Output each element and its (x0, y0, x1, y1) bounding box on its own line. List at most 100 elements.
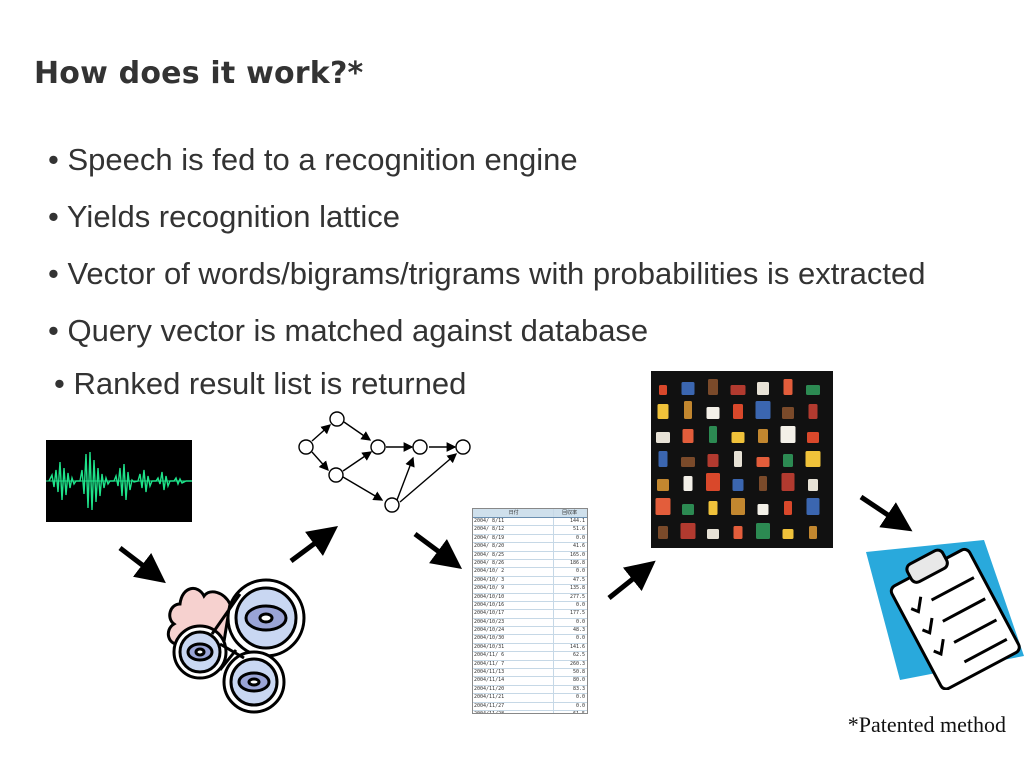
product-item (759, 476, 767, 491)
product-item (655, 498, 671, 515)
bullet-vector: • Vector of words/bigrams/trigrams with … (48, 256, 926, 291)
arrow-to-engine (118, 546, 166, 584)
table-cell-date: 2004/ 8/12 (473, 526, 555, 534)
product-item (682, 429, 694, 443)
arrow-to-clipboard (859, 494, 913, 532)
product-item (807, 432, 819, 443)
table-cell-rate: 48.3 (572, 627, 585, 634)
product-item (708, 379, 718, 395)
table-cell-date: 2004/11/20 (473, 685, 555, 694)
product-item (684, 401, 692, 419)
product-item (680, 523, 696, 539)
arrow-to-lattice (289, 526, 339, 564)
table-cell-date: 2004/11/ 6 (473, 652, 555, 660)
product-item (757, 504, 769, 515)
table-cell-rate: 51.6 (572, 526, 585, 533)
table-cell-rate: 62.5 (572, 652, 585, 659)
table-cell-date: 2004/10/30 (473, 635, 555, 643)
product-item (658, 451, 668, 467)
product-item (783, 454, 793, 467)
table-header: 日付 回収率 (473, 509, 587, 518)
product-item (706, 473, 720, 491)
table-cell-date: 2004/11/ 7 (473, 660, 555, 669)
table-header-rate: 回収率 (562, 510, 578, 516)
table-cell-rate: 50.8 (572, 669, 585, 676)
table-cell-date: 2004/ 8/19 (473, 534, 555, 543)
product-item (782, 529, 794, 539)
product-item (656, 432, 670, 443)
clipboard-checklist (862, 540, 1024, 690)
table-row: 2004/11/ 6 62.5 (473, 652, 587, 661)
table-cell-date: 2004/ 8/20 (473, 543, 555, 551)
product-item (734, 451, 742, 467)
bullet-lattice: • Yields recognition lattice (48, 199, 401, 234)
table-row: 2004/10/24 48.3 (473, 627, 587, 636)
waveform-image (46, 440, 192, 522)
table-cell-rate: 0.0 (575, 694, 585, 701)
product-item (757, 382, 769, 395)
product-item (755, 401, 771, 419)
table-cell-date: 2004/11/13 (473, 669, 555, 677)
product-item (706, 407, 720, 419)
product-item (681, 457, 695, 467)
table-cell-date: 2004/10/23 (473, 618, 555, 627)
product-item (756, 523, 770, 539)
table-cell-rate: 0.0 (575, 601, 585, 608)
table-row: 2004/ 8/25 165.0 (473, 551, 587, 560)
product-item (805, 451, 821, 467)
product-item (709, 426, 717, 443)
product-item (682, 504, 694, 515)
product-item (783, 379, 793, 395)
product-item (708, 501, 718, 515)
bullet-query: • Query vector is matched against databa… (48, 313, 649, 348)
slide-title: How does it work?* (34, 56, 364, 91)
table-cell-date: 2004/ 8/26 (473, 559, 555, 568)
table-cell-date: 2004/10/ 3 (473, 576, 555, 585)
table-cell-rate: 80.0 (572, 677, 585, 684)
product-item (657, 479, 669, 491)
table-cell-rate: 141.6 (569, 643, 585, 650)
table-row: 2004/11/13 50.8 (473, 669, 587, 678)
product-item (806, 385, 820, 395)
product-item (683, 476, 693, 491)
bullet-speech: • Speech is fed to a recognition engine (48, 142, 578, 177)
table-cell-date: 2004/10/ 9 (473, 585, 555, 593)
table-header-date: 日付 (473, 509, 555, 517)
product-item (809, 526, 817, 539)
table-cell-date: 2004/10/17 (473, 610, 555, 618)
table-cell-rate: 0.0 (575, 702, 585, 709)
table-cell-rate: 165.0 (569, 551, 585, 558)
table-cell-date: 2004/10/10 (473, 593, 555, 601)
arrow-to-database (607, 560, 656, 600)
product-item (784, 501, 792, 515)
patent-footnote: *Patented method (847, 712, 1006, 737)
table-row: 2004/ 8/20 41.6 (473, 543, 587, 552)
table-cell-rate: 61.5 (572, 710, 585, 714)
product-item (658, 526, 668, 539)
product-item (781, 473, 795, 491)
table-cell-date: 2004/ 8/25 (473, 551, 555, 559)
product-item (731, 432, 745, 443)
product-item (659, 385, 667, 395)
table-cell-date: 2004/10/24 (473, 627, 555, 635)
arrow-to-table (413, 531, 463, 569)
product-item (782, 407, 794, 419)
product-item (733, 404, 743, 419)
product-item (733, 526, 743, 539)
table-cell-rate: 277.5 (569, 593, 585, 600)
table-cell-rate: 41.6 (572, 543, 585, 550)
